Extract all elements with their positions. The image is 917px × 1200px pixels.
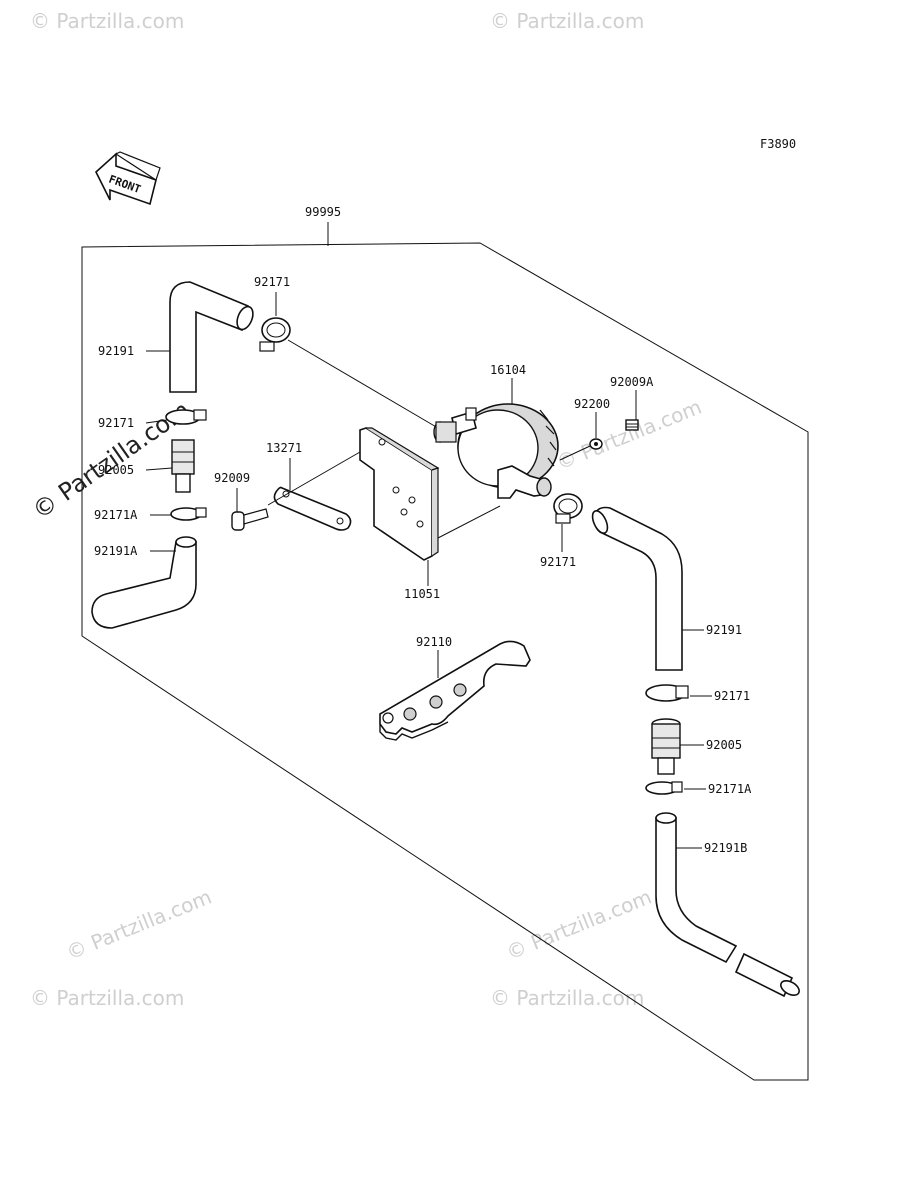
clamp-92171A-right bbox=[645, 781, 683, 795]
valve-16104 bbox=[433, 403, 559, 499]
clamp-92171-middle bbox=[553, 493, 583, 524]
bolt-92009 bbox=[231, 508, 269, 531]
bracket-11051 bbox=[359, 427, 440, 561]
label-92009: 92009 bbox=[214, 471, 250, 485]
kit-outline bbox=[81, 242, 809, 1081]
plate-13271 bbox=[273, 486, 352, 531]
label-92191B: 92191B bbox=[704, 841, 747, 855]
label-92171A-right: 92171A bbox=[708, 782, 752, 796]
label-92009A: 92009A bbox=[610, 375, 654, 389]
watermark-lower-right: © Partzilla.com bbox=[503, 885, 655, 965]
clamp-92171-top bbox=[259, 317, 291, 352]
hose-92191-left bbox=[169, 281, 254, 393]
label-92005-left: 92005 bbox=[98, 463, 134, 477]
label-92171-top: 92171 bbox=[254, 275, 290, 289]
hose-92191-right bbox=[591, 506, 683, 671]
watermark-bottom-right: © Partzilla.com bbox=[490, 986, 644, 1010]
label-16104: 16104 bbox=[490, 363, 526, 377]
watermark-bottom-left: © Partzilla.com bbox=[30, 986, 184, 1010]
front-arrow-icon: FRONT bbox=[95, 151, 161, 206]
label-92171-left: 92171 bbox=[98, 416, 134, 430]
watermark-top-right: © Partzilla.com bbox=[490, 9, 644, 33]
label-92191-left: 92191 bbox=[98, 344, 134, 358]
label-92171-right: 92171 bbox=[714, 689, 750, 703]
label-92171-middle: 92171 bbox=[540, 555, 576, 569]
hose-92191B bbox=[655, 812, 800, 998]
label-92200: 92200 bbox=[574, 397, 610, 411]
label-92191-right: 92191 bbox=[706, 623, 742, 637]
clamp-92171A-left bbox=[170, 507, 207, 521]
clamp-92171-left bbox=[165, 409, 207, 425]
label-92191A: 92191A bbox=[94, 544, 138, 558]
clamp-92171-right bbox=[645, 684, 689, 702]
bracket-92110 bbox=[379, 640, 531, 741]
label-11051: 11051 bbox=[404, 587, 440, 601]
label-99995: 99995 bbox=[305, 205, 341, 219]
figure-code: F3890 bbox=[760, 137, 796, 151]
label-92005-right: 92005 bbox=[706, 738, 742, 752]
fitting-92005-right bbox=[651, 718, 681, 775]
hose-92191A bbox=[91, 536, 197, 629]
watermark-top-left: © Partzilla.com bbox=[30, 9, 184, 33]
label-92171A-left: 92171A bbox=[94, 508, 138, 522]
screw-92009A bbox=[625, 419, 639, 431]
label-13271: 13271 bbox=[266, 441, 302, 455]
fitting-92005-left bbox=[171, 439, 195, 493]
label-92110: 92110 bbox=[416, 635, 452, 649]
washer-92200 bbox=[589, 438, 603, 450]
watermark-lower-left: © Partzilla.com bbox=[63, 885, 215, 965]
